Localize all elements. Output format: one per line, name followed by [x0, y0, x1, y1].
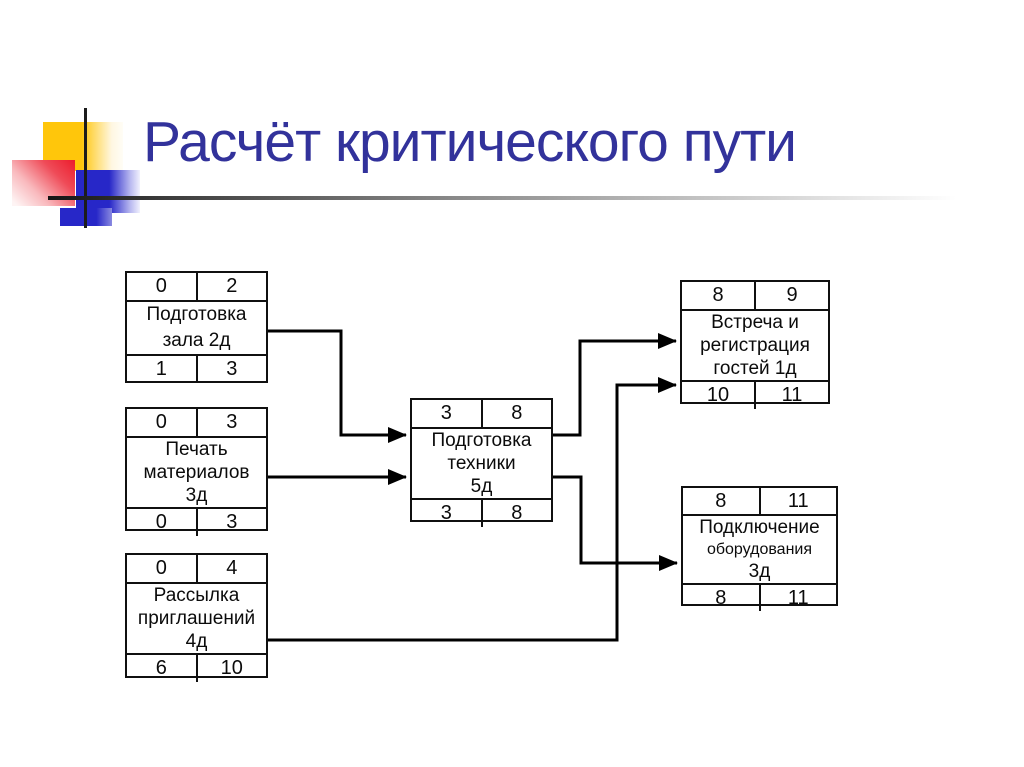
task-label-line: зала 2д: [162, 330, 231, 351]
early-start-value: 0: [127, 273, 198, 300]
early-finish-value: 11: [787, 489, 809, 512]
early-finish-value: 8: [511, 402, 523, 424]
task-label-line: приглашений: [137, 608, 256, 629]
early-row: 3 8: [412, 400, 551, 429]
task-label: Встреча и регистрация гостей 1д: [682, 311, 828, 380]
task-label-line: 3д: [748, 561, 771, 582]
task-label-line: материалов: [143, 462, 250, 483]
late-finish-value: 10: [220, 657, 243, 679]
task-label-line: регистрация: [700, 335, 810, 356]
early-start-value: 0: [127, 409, 198, 436]
task-box-hall-prep: 0 2 Подготовка зала 2д 1 3: [125, 271, 268, 383]
early-start-value: 8: [683, 488, 761, 514]
task-label-line: Печать: [165, 439, 228, 460]
late-start-value: 6: [127, 655, 198, 682]
task-label: Подготовка техники 5д: [412, 429, 551, 498]
late-start-value: 0: [127, 509, 198, 536]
early-row: 8 11: [683, 488, 836, 516]
connector-techprep-to-equipment: [553, 475, 678, 571]
late-start-value: 1: [127, 356, 198, 383]
task-label-line: Встреча и: [711, 312, 799, 333]
late-row: 6 10: [127, 653, 266, 682]
task-label-line: гостей 1д: [713, 358, 797, 379]
early-start-value: 3: [412, 400, 483, 427]
late-finish-value: 11: [781, 384, 803, 406]
late-start-value: 8: [683, 585, 761, 611]
title-underline: [48, 196, 975, 200]
connector-hallprep-to-techprep: [268, 329, 407, 443]
late-start-value: 10: [682, 382, 756, 409]
task-label-line: техники: [447, 453, 516, 474]
task-label-line: оборудования: [706, 541, 813, 558]
early-row: 0 4: [127, 555, 266, 584]
task-label-line: 3д: [185, 485, 208, 506]
task-box-send-invitations: 0 4 Рассылка приглашений 4д 6 10: [125, 553, 268, 682]
late-finish-value: 8: [511, 502, 523, 524]
early-row: 0 3: [127, 409, 266, 438]
connector-invitations-to-registration: [268, 377, 677, 642]
task-label-line: Подготовка: [146, 304, 247, 325]
early-finish-value: 2: [226, 275, 238, 297]
task-label: Рассылка приглашений 4д: [127, 584, 266, 653]
early-row: 8 9: [682, 282, 828, 311]
task-box-guest-registration: 8 9 Встреча и регистрация гостей 1д 10 1…: [680, 280, 830, 409]
late-row: 0 3: [127, 507, 266, 536]
task-box-equipment-connection: 8 11 Подключение оборудования 3д 8 11: [681, 486, 838, 611]
early-row: 0 2: [127, 273, 266, 302]
late-finish-value: 11: [787, 586, 809, 609]
task-label: Подключение оборудования 3д: [683, 516, 836, 583]
task-label-line: Подготовка: [431, 430, 532, 451]
late-row: 10 11: [682, 380, 828, 409]
early-start-value: 0: [127, 555, 198, 582]
early-finish-value: 9: [786, 284, 798, 306]
task-box-print-materials: 0 3 Печать материалов 3д 0 3: [125, 407, 268, 536]
task-box-tech-prep: 3 8 Подготовка техники 5д 3 8: [410, 398, 553, 527]
connector-techprep-to-registration: [553, 333, 677, 437]
late-row: 8 11: [683, 583, 836, 611]
task-label: Печать материалов 3д: [127, 438, 266, 507]
early-finish-value: 4: [226, 557, 238, 579]
early-start-value: 8: [682, 282, 756, 309]
task-label-line: Рассылка: [153, 585, 240, 606]
early-finish-value: 3: [226, 411, 238, 433]
late-row: 1 3: [127, 354, 266, 383]
task-label-line: Подключение: [699, 517, 820, 538]
decor-vertical-line: [84, 108, 87, 228]
task-label-line: 4д: [185, 631, 208, 652]
late-finish-value: 3: [226, 358, 238, 380]
slide-title: Расчёт критического пути: [143, 110, 797, 174]
task-label: Подготовка зала 2д: [127, 302, 266, 354]
task-label-line: 5д: [470, 476, 493, 497]
late-finish-value: 3: [226, 511, 238, 533]
late-row: 3 8: [412, 498, 551, 527]
late-start-value: 3: [412, 500, 483, 527]
